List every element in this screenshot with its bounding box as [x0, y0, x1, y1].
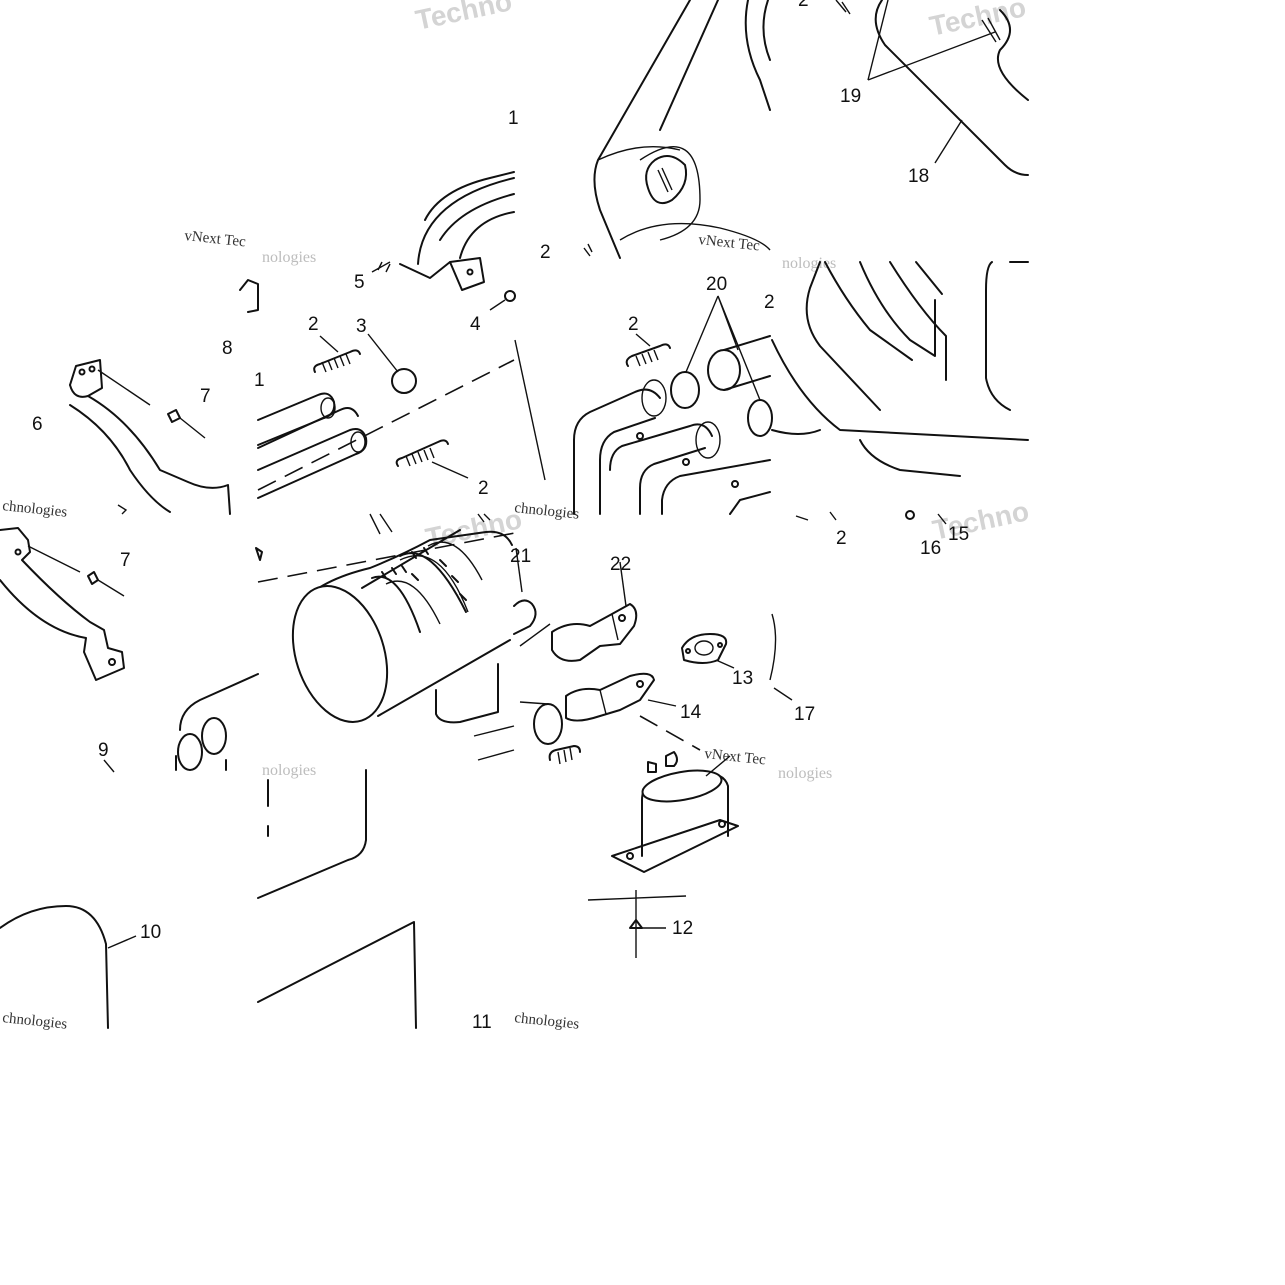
callout-2: 2 — [540, 242, 551, 263]
callout-1: 1 — [254, 370, 265, 391]
callout-2: 2 — [798, 0, 809, 11]
watermark-brand: Techno — [927, 0, 1029, 42]
bracket-upper-left — [69, 279, 259, 515]
callout-1: 1 — [508, 108, 519, 129]
bracket-lower-left — [0, 527, 125, 681]
callout-17: 17 — [794, 704, 815, 725]
callout-19: 19 — [840, 86, 861, 107]
callout-22: 22 — [610, 554, 631, 575]
watermark-technologies: nologies — [262, 249, 316, 266]
watermark-vnext: vNext Tec — [704, 746, 767, 768]
watermark-brand: Techno — [930, 495, 1032, 546]
callout-2: 2 — [836, 528, 847, 549]
callout-5: 5 — [354, 272, 365, 293]
manifold-pipes — [573, 295, 773, 515]
watermark-vnext: vNext Tec — [184, 228, 247, 250]
callout-2: 2 — [628, 314, 639, 335]
exhaust-pipe-upper — [593, 0, 771, 259]
callout-14: 14 — [680, 702, 702, 723]
callout-21: 21 — [510, 546, 531, 567]
callout-7: 7 — [200, 386, 211, 407]
exhaust-outlet-plate — [587, 751, 739, 958]
watermark-technologies: nologies — [778, 765, 832, 782]
callout-13: 13 — [732, 668, 753, 689]
watermark-technologies: nologies — [262, 762, 316, 779]
callout-20: 20 — [706, 274, 727, 295]
spring — [625, 333, 671, 367]
callout-16: 16 — [920, 538, 941, 559]
watermark-technologies: chnologies — [514, 500, 580, 523]
callout-6: 6 — [32, 414, 43, 435]
watermark-technologies: nologies — [782, 255, 836, 272]
callout-2: 2 — [478, 478, 489, 499]
spring — [548, 745, 581, 765]
callouts: 1 1 2 2 2 2 2 2 2 3 4 5 6 7 7 8 9 10 11 … — [32, 0, 969, 1033]
watermark-technologies: chnologies — [2, 498, 68, 521]
callout-3: 3 — [356, 316, 367, 337]
callout-8: 8 — [222, 338, 233, 359]
watermark-technologies: chnologies — [2, 1010, 68, 1033]
callout-15: 15 — [948, 524, 969, 545]
callout-2: 2 — [308, 314, 319, 335]
callout-18: 18 — [908, 166, 929, 187]
watermark-technologies: chnologies — [514, 1010, 580, 1033]
callout-11: 11 — [472, 1012, 492, 1033]
tunnel-panels — [0, 769, 417, 1029]
callout-4: 4 — [470, 314, 481, 335]
muffler-shell-right — [835, 0, 1029, 176]
callout-9: 9 — [98, 740, 109, 761]
muffler-outlet — [103, 673, 259, 773]
watermark-vnext: vNext Tec — [698, 232, 761, 254]
muffler-drum — [255, 513, 521, 761]
watermarks: Techno Techno Techno Techno vNext Tec vN… — [2, 0, 1032, 1033]
exhaust-flanges — [513, 547, 701, 751]
spring — [395, 439, 469, 479]
exhaust-u-pipes — [771, 261, 1029, 525]
callout-10: 10 — [140, 922, 161, 943]
watermark-brand: Techno — [413, 0, 515, 36]
gasket — [681, 613, 793, 701]
callout-7: 7 — [120, 550, 131, 571]
header-pipes — [257, 171, 546, 499]
spring — [313, 335, 361, 373]
spring — [583, 243, 593, 257]
callout-2: 2 — [764, 292, 775, 313]
callout-12: 12 — [672, 918, 693, 939]
